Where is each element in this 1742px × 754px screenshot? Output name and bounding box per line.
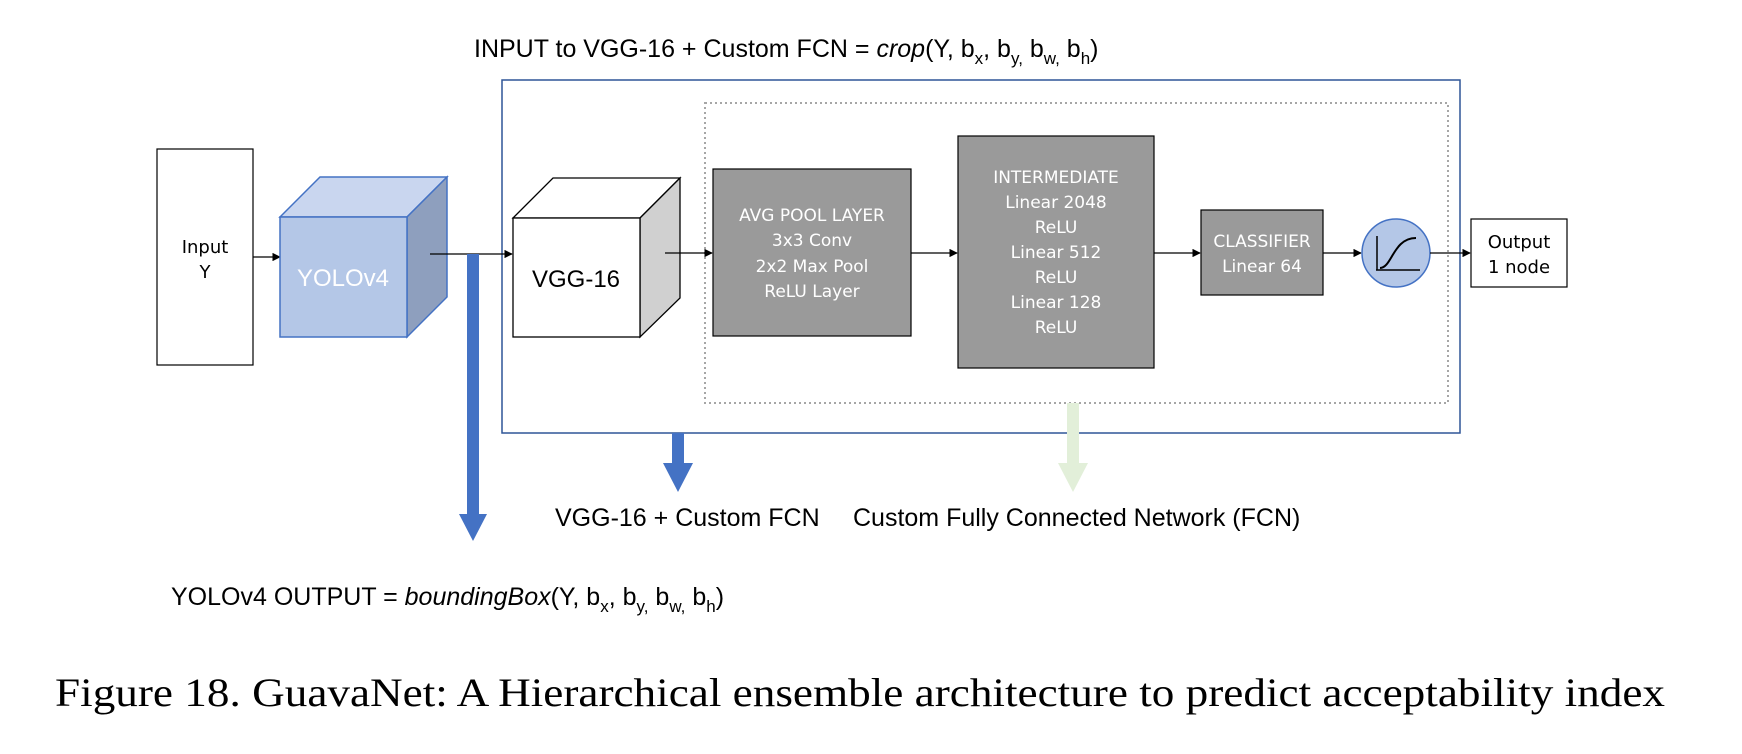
yolo-cube: [278, 175, 449, 339]
avg-pool-line: ReLU Layer: [764, 282, 859, 302]
intermediate-box: [957, 135, 1155, 369]
classifier-line: CLASSIFIER: [1213, 232, 1310, 252]
intermediate-line: ReLU: [1035, 318, 1078, 338]
yolo-label: YOLOv4: [297, 265, 389, 292]
intermediate-line: Linear 512: [1011, 243, 1102, 263]
intermediate-line: ReLU: [1035, 268, 1078, 288]
intermediate-line: Linear 128: [1011, 293, 1102, 313]
vgg-label: VGG-16: [532, 266, 620, 293]
vgg-fcn-label: VGG-16 + Custom FCN: [555, 504, 820, 532]
classifier-line: Linear 64: [1222, 257, 1302, 277]
fcn-arrow: [1058, 403, 1088, 492]
avg-pool-box: [712, 168, 912, 337]
bottom-label: YOLOv4 OUTPUT = boundingBox(Y, bx, by, b…: [171, 583, 724, 616]
input-box: [156, 148, 254, 366]
intermediate-line: INTERMEDIATE: [993, 168, 1119, 188]
vgg-fcn-arrow: [663, 433, 693, 492]
sigmoid-icon: [1361, 218, 1431, 288]
input-label-line1: Input: [182, 237, 229, 258]
intermediate-line: ReLU: [1035, 218, 1078, 238]
avg-pool-line: AVG POOL LAYER: [739, 206, 885, 226]
top-label: INPUT to VGG-16 + Custom FCN = crop(Y, b…: [474, 35, 1099, 68]
classifier-box: [1200, 209, 1324, 296]
output-box: [1470, 218, 1568, 288]
avg-pool-line: 3x3 Conv: [772, 231, 852, 251]
yolo-output-arrow: [459, 254, 487, 541]
figure-caption: Figure 18. GuavaNet: A Hierarchical ense…: [55, 670, 1665, 715]
vgg-fcn-container: [501, 79, 1461, 434]
output-label-line2: 1 node: [1488, 257, 1550, 278]
avg-pool-line: 2x2 Max Pool: [756, 257, 869, 277]
fcn-label: Custom Fully Connected Network (FCN): [853, 504, 1300, 532]
output-label-line1: Output: [1488, 232, 1551, 253]
input-label-line2: Y: [199, 262, 212, 283]
vgg-cube: [511, 176, 682, 339]
intermediate-line: Linear 2048: [1005, 193, 1107, 213]
